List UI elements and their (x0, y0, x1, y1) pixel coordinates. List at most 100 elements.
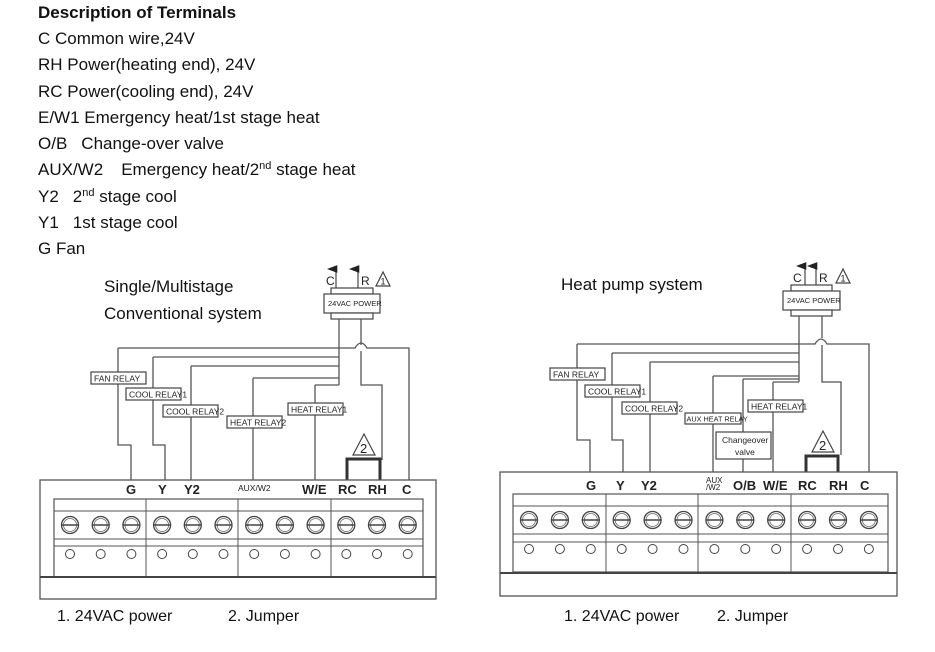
cool-relay1-label: COOL RELAY1 (129, 390, 187, 400)
terminal-aux: AUX (706, 476, 723, 485)
terminal-y2: Y2 (641, 478, 657, 493)
changeover-label-line1: Changeover (722, 435, 768, 445)
conventional-title-line2: Conventional system (104, 304, 262, 323)
wire-hole-icon (341, 549, 352, 559)
terminal-g: G (126, 482, 136, 497)
cool-relay1-box (584, 384, 641, 398)
power-r-label: R (819, 271, 828, 285)
heat-relay1-label: HEAT RELAY1 (751, 402, 807, 412)
jumper-icon (804, 454, 840, 478)
terminal-block: G Y Y2 AUX /W2 O/B W/E RC RH C (499, 471, 898, 597)
wire-hole-icon (310, 549, 321, 559)
warning-2-icon (352, 432, 376, 456)
cool-relay2-box (162, 404, 219, 418)
heat-relay1-label: HEAT RELAY1 (291, 405, 347, 415)
power-label: 24VAC POWER (787, 296, 841, 305)
power-supply: C R 1 24VAC POWER (323, 265, 391, 320)
changeover-valve-box (715, 431, 772, 460)
caption-power: 1. 24VAC power (57, 608, 173, 625)
wire-hole-icon (771, 544, 782, 554)
warning-1-icon (835, 267, 851, 284)
wire-hole-icon (585, 544, 596, 554)
terminal-aux-w2: AUX/W2 (238, 483, 271, 493)
aux-heat-relay-label: AUX HEAT RELAY (687, 415, 748, 424)
relay-labels: FAN RELAY COOL RELAY1 COOL RELAY2 HEAT R… (90, 371, 347, 429)
conventional-diagram: Single/Multistage Conventional system C … (39, 265, 437, 625)
caption-jumper: 2. Jumper (228, 608, 300, 625)
heat-relay1-box (747, 399, 804, 413)
terminal-we: W/E (302, 482, 327, 497)
desc-line-g: G Fan (38, 239, 86, 259)
terminal-c: C (402, 482, 412, 497)
warning-2-number: 2 (360, 441, 367, 456)
cool-relay2-label: COOL RELAY2 (166, 407, 224, 417)
power-c-label: C (793, 271, 802, 285)
terminal-rh: RH (829, 478, 848, 493)
wire-hole-icon (95, 549, 106, 559)
wire-hole-icon (402, 549, 413, 559)
heatpump-title: Heat pump system (561, 275, 703, 294)
wires: 2 (117, 319, 410, 480)
desc-line-rh: RH Power(heating end), 24V (38, 55, 256, 75)
fan-relay-box (90, 371, 147, 385)
terminal-g: G (586, 478, 596, 493)
wire-hole-icon (678, 544, 689, 554)
warning-1-icon (375, 270, 391, 287)
wire-hole-icon (126, 549, 137, 559)
wire-hole-icon (709, 544, 720, 554)
terminal-y: Y (158, 482, 167, 497)
terminal-rh: RH (368, 482, 387, 497)
wire-hole-icon (740, 544, 751, 554)
description-title: Description of Terminals (38, 3, 237, 22)
desc-line-c: C Common wire,24V (38, 29, 195, 48)
wire-hole-icon (157, 549, 168, 559)
desc-line-ew1: E/W1 Emergency heat/1st stage heat (38, 107, 320, 127)
terminal-block: G Y Y2 AUX/W2 W/E RC RH C (39, 479, 437, 600)
caption-power: 1. 24VAC power (564, 608, 680, 625)
terminal-rc: RC (798, 478, 817, 493)
terminal-y2: Y2 (184, 482, 200, 497)
wire-hole-icon (833, 544, 843, 554)
cool-relay2-box (621, 401, 678, 415)
wire-hole-icon (372, 549, 382, 559)
wire-hole-icon (554, 544, 565, 554)
heat-relay2-box (226, 415, 283, 429)
wire-hole-icon (802, 544, 813, 554)
changeover-label-line2: valve (735, 447, 755, 457)
wire-hole-icon (616, 544, 627, 554)
conventional-title-line1: Single/Multistage (104, 277, 233, 296)
power-label: 24VAC POWER (328, 299, 382, 308)
wires: 2 (576, 316, 870, 478)
heatpump-diagram: Heat pump system C R 1 24VAC POWER (499, 262, 898, 625)
terminal-ob: O/B (733, 478, 756, 493)
power-c-label: C (326, 274, 335, 288)
caption-jumper: 2. Jumper (717, 608, 789, 625)
wire-hole-icon (524, 544, 534, 554)
terminal-y: Y (616, 478, 625, 493)
warning-1-number: 1 (841, 274, 846, 284)
terminal-rc: RC (338, 482, 357, 497)
wire-hole-icon (279, 549, 290, 559)
cool-relay1-box (125, 387, 182, 401)
wire-hole-icon (65, 549, 75, 559)
fan-relay-label: FAN RELAY (94, 374, 140, 384)
relay-labels: FAN RELAY COOL RELAY1 COOL RELAY2 AUX HE… (549, 367, 807, 460)
terminal-description: Description of Terminals C Common wire,2… (38, 0, 356, 263)
cool-relay2-label: COOL RELAY2 (625, 404, 683, 414)
wire-hole-icon (249, 549, 260, 559)
desc-line-rc: RC Power(cooling end), 24V (38, 81, 254, 101)
heat-relay1-box (287, 402, 344, 416)
terminal-w2: /W2 (706, 483, 721, 492)
terminal-we: W/E (763, 478, 788, 493)
power-r-label: R (361, 274, 370, 288)
aux-heat-relay-box (684, 412, 742, 425)
wire-hole-icon (187, 549, 198, 559)
power-supply: C R 1 24VAC POWER (782, 262, 851, 317)
warning-2-number: 2 (819, 438, 826, 453)
wire-hole-icon (647, 544, 658, 554)
wire-hole-icon (218, 549, 229, 559)
